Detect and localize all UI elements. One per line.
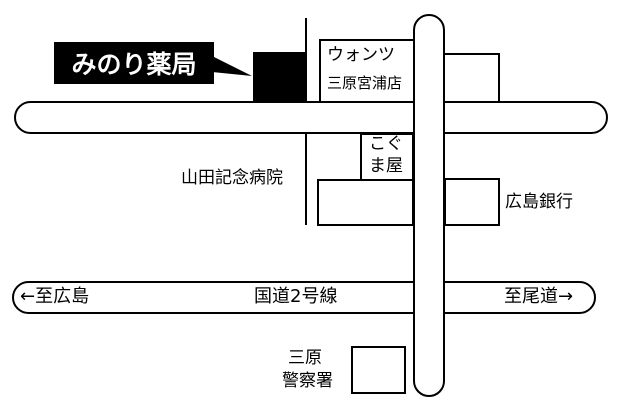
intersection-upper [415,103,443,132]
pharmacy-name-label: みのり薬局 [54,42,214,84]
wants-name-label: ウォンツ [327,45,395,65]
to-onomichi-label: 至尾道→ [502,286,576,307]
police-label-line2: 警察署 [282,371,333,391]
bank-building [444,178,500,226]
to-hiroshima-label: ←至広島 [18,286,92,307]
national-route-label: 国道2号線 [252,286,340,307]
main-vertical-road [413,14,445,397]
police-label-line1: 三原 [288,348,322,368]
hospital-label: 山田記念病院 [181,168,283,188]
intersection-lower [415,283,443,312]
building-top-right [443,53,500,103]
police-building [351,346,406,394]
pharmacy-building [253,52,305,102]
pharmacy-label-pointer [212,56,252,76]
hospital-building [317,179,414,226]
kogumaya-label-line2: ま屋 [369,156,403,176]
wants-branch-label: 三原宮浦店 [327,74,403,92]
side-street-junction [296,103,314,105]
upper-road [14,101,608,134]
kogumaya-label-line1: こぐ [369,134,403,154]
bank-label: 広島銀行 [505,192,573,212]
